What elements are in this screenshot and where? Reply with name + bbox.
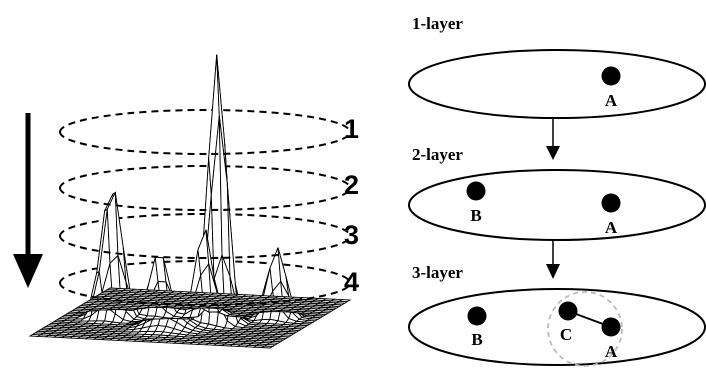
layer-2-node-b-label: B [470,206,481,225]
slice-ellipse-1-front [59,131,351,155]
layer-1-node-a [601,66,621,86]
layer-3-node-b-label: B [471,330,482,349]
surface-cell [337,299,352,303]
layer-3-title: 3-layer [412,263,463,282]
slice-label-2: 2 [344,170,359,200]
layer-2-node-a [601,193,621,213]
wireframe-surface [28,54,352,349]
layer-3-node-a [601,317,621,337]
terrain-panel: 1 2 3 4 [13,54,359,349]
layer-3-node-c [558,301,578,321]
slice-label-4: 4 [344,267,359,297]
layer-3-node-c-label: C [560,325,572,344]
layer-2-node-b [466,181,486,201]
slice-ellipse-fronts [59,131,351,306]
slice-label-3: 3 [344,220,359,250]
layer-2-node-a-label: A [605,218,618,237]
slice-ellipse-4-front [59,282,351,306]
slice-ellipse-1-back [59,109,351,133]
descend-arrow-head [13,254,43,288]
slice-ellipse-2-back [59,165,351,189]
layer-3-node-a-label: A [605,342,618,361]
arrow-2-to-3-head [546,264,560,279]
layer-2-ellipse [408,169,706,241]
slice-ellipse-2-front [59,187,351,211]
layer-3-ellipse [408,288,706,366]
slice-ellipse-3-front [59,235,351,259]
layer-1-title: 1-layer [412,14,463,33]
cluster-outline [547,291,623,367]
slice-label-1: 1 [344,114,359,144]
layer-1-ellipse [408,49,706,119]
layer-1-node-a-label: A [605,91,618,110]
arrow-1-to-2-head [546,146,560,160]
layer-3-node-b [467,306,487,326]
layer-2-title: 2-layer [412,145,463,164]
layer-panel: 1-layer A 2-layer B A 3-layer B C A [408,14,706,367]
